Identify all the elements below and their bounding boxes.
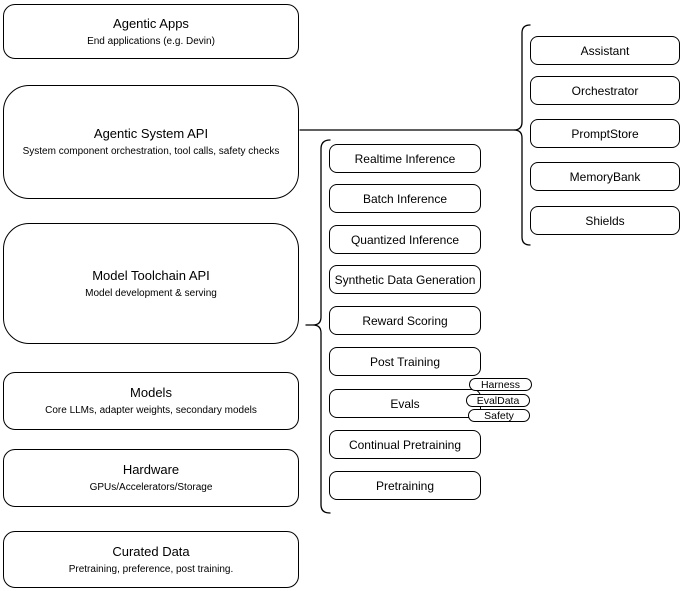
- component-realtime-inference: Realtime Inference: [329, 144, 481, 173]
- node-title: Model Toolchain API: [92, 267, 210, 283]
- component-synthetic-data-generation: Synthetic Data Generation: [329, 265, 481, 294]
- node-title: Models: [130, 385, 172, 400]
- agent-assistant: Assistant: [530, 36, 680, 65]
- node-subtitle: System component orchestration, tool cal…: [22, 146, 280, 157]
- agent-orchestrator: Orchestrator: [530, 76, 680, 105]
- tag-safety: Safety: [468, 409, 530, 422]
- node-hardware: Hardware GPUs/Accelerators/Storage: [3, 449, 299, 507]
- tag-evaldata: EvalData: [466, 394, 530, 407]
- node-agentic-system-api: Agentic System API System component orch…: [3, 85, 299, 199]
- node-title: Agentic Apps: [113, 15, 189, 31]
- node-models: Models Core LLMs, adapter weights, secon…: [3, 372, 299, 430]
- component-evals: Evals: [329, 389, 481, 418]
- component-post-training: Post Training: [329, 347, 481, 376]
- agent-memorybank: MemoryBank: [530, 162, 680, 191]
- node-model-toolchain-api: Model Toolchain API Model development & …: [3, 223, 299, 344]
- node-curated-data: Curated Data Pretraining, preference, po…: [3, 531, 299, 588]
- node-title: Curated Data: [112, 543, 190, 559]
- component-batch-inference: Batch Inference: [329, 184, 481, 213]
- node-title: Hardware: [122, 462, 180, 477]
- node-subtitle: Core LLMs, adapter weights, secondary mo…: [45, 405, 257, 416]
- tag-harness: Harness: [469, 378, 532, 391]
- agent-shields: Shields: [530, 206, 680, 235]
- system-components-brace: [513, 24, 531, 246]
- component-continual-pretraining: Continual Pretraining: [329, 430, 481, 459]
- node-title: Agentic System API: [93, 126, 209, 141]
- node-subtitle: Model development & serving: [85, 287, 217, 299]
- component-reward-scoring: Reward Scoring: [329, 306, 481, 335]
- toolchain-components-brace: [305, 139, 331, 514]
- component-quantized-inference: Quantized Inference: [329, 225, 481, 254]
- node-agentic-apps: Agentic Apps End applications (e.g. Devi…: [3, 4, 299, 59]
- node-subtitle: GPUs/Accelerators/Storage: [89, 482, 213, 493]
- component-pretraining: Pretraining: [329, 471, 481, 500]
- node-subtitle: Pretraining, preference, post training.: [68, 563, 234, 575]
- agent-promptstore: PromptStore: [530, 119, 680, 148]
- node-subtitle: End applications (e.g. Devin): [87, 35, 215, 47]
